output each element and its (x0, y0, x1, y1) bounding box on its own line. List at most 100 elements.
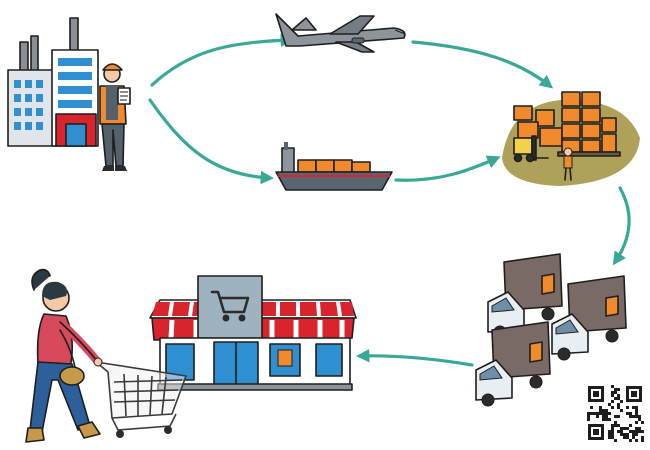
qr-module (602, 409, 605, 412)
warehouse-pallets-forklift-icon (502, 91, 640, 186)
qr-module (617, 388, 620, 391)
shopping-cart-sign-icon (210, 290, 250, 322)
qr-module (617, 403, 620, 406)
arrow-plane-to-warehouse (411, 40, 554, 89)
qr-module (617, 394, 620, 397)
qr-module (638, 427, 641, 430)
qr-module (608, 412, 611, 415)
qr-module (587, 418, 590, 421)
qr-module (638, 418, 641, 421)
qr-module (623, 427, 626, 430)
qr-module (608, 418, 611, 421)
qr-module (638, 430, 641, 433)
qr-module (611, 394, 614, 397)
qr-module (641, 439, 644, 442)
qr-module (614, 391, 617, 394)
qr-module (599, 412, 602, 415)
qr-module (602, 415, 605, 418)
worker-figure (99, 63, 131, 171)
qr-module (602, 412, 605, 415)
qr-module (599, 406, 602, 409)
factory-with-worker-icon (7, 17, 131, 171)
qr-module (614, 397, 617, 400)
qr-module (623, 433, 626, 436)
qr-module (632, 436, 635, 439)
qr-module (614, 439, 617, 442)
qr-module (605, 412, 608, 415)
qr-module (620, 433, 623, 436)
qr-module (629, 430, 632, 433)
qr-module (608, 433, 611, 436)
arrow-warehouse-to-trucks (612, 186, 631, 266)
qr-module (611, 427, 614, 430)
qr-module (626, 412, 629, 415)
qr-module (590, 406, 593, 409)
qr-module (587, 412, 590, 415)
qr-module (608, 430, 611, 433)
qr-module (614, 388, 617, 391)
qr-module (635, 427, 638, 430)
qr-module (614, 424, 617, 427)
qr-module (620, 430, 623, 433)
qr-module (617, 397, 620, 400)
qr-module (602, 418, 605, 421)
qr-module (611, 385, 614, 388)
flow-arrows (148, 33, 631, 367)
qr-module (635, 421, 638, 424)
qr-module (596, 412, 599, 415)
qr-module (611, 400, 614, 403)
qr-module (611, 433, 614, 436)
supermarket-storefront-icon (149, 275, 357, 391)
qr-module (629, 415, 632, 418)
qr-module (632, 415, 635, 418)
qr-module (593, 412, 596, 415)
qr-module (629, 412, 632, 415)
truck-back (487, 253, 563, 339)
qr-module (626, 406, 629, 409)
qr-module (641, 421, 644, 424)
qr-module (632, 406, 635, 409)
qr-module (605, 418, 608, 421)
qr-module (590, 412, 593, 415)
qr-module (605, 415, 608, 418)
qr-module (617, 406, 620, 409)
delivery-trucks-icon (475, 253, 627, 407)
arrow-ship-to-warehouse (394, 155, 501, 182)
qr-module (635, 415, 638, 418)
cargo-airplane-icon (275, 13, 406, 53)
qr-module (599, 409, 602, 412)
qr-module (614, 421, 617, 424)
warehouse-worker (563, 147, 573, 181)
woman-with-shopping-cart-icon (25, 268, 187, 443)
qr-module (635, 430, 638, 433)
qr-module (626, 433, 629, 436)
qr-module (614, 415, 617, 418)
arrow-factory-to-ship (148, 98, 275, 185)
qr-module (629, 439, 632, 442)
qr-module (611, 406, 614, 409)
qr-module (641, 436, 644, 439)
qr-module (611, 430, 614, 433)
qr-module (623, 436, 626, 439)
qr-module (632, 430, 635, 433)
qr-module (620, 409, 623, 412)
truck-front (475, 321, 551, 407)
qr-code-icon (586, 384, 644, 442)
qr-module (635, 412, 638, 415)
arrow-trucks-to-store (355, 349, 474, 367)
qr-module (617, 415, 620, 418)
qr-module (629, 424, 632, 427)
qr-module (608, 403, 611, 406)
container-ship-icon (275, 142, 393, 191)
qr-module (620, 400, 623, 403)
qr-module (617, 430, 620, 433)
qr-module (587, 415, 590, 418)
qr-module (632, 433, 635, 436)
qr-module (635, 433, 638, 436)
shopping-cart (95, 361, 187, 431)
qr-module (617, 424, 620, 427)
qr-module (620, 427, 623, 430)
qr-module (611, 391, 614, 394)
